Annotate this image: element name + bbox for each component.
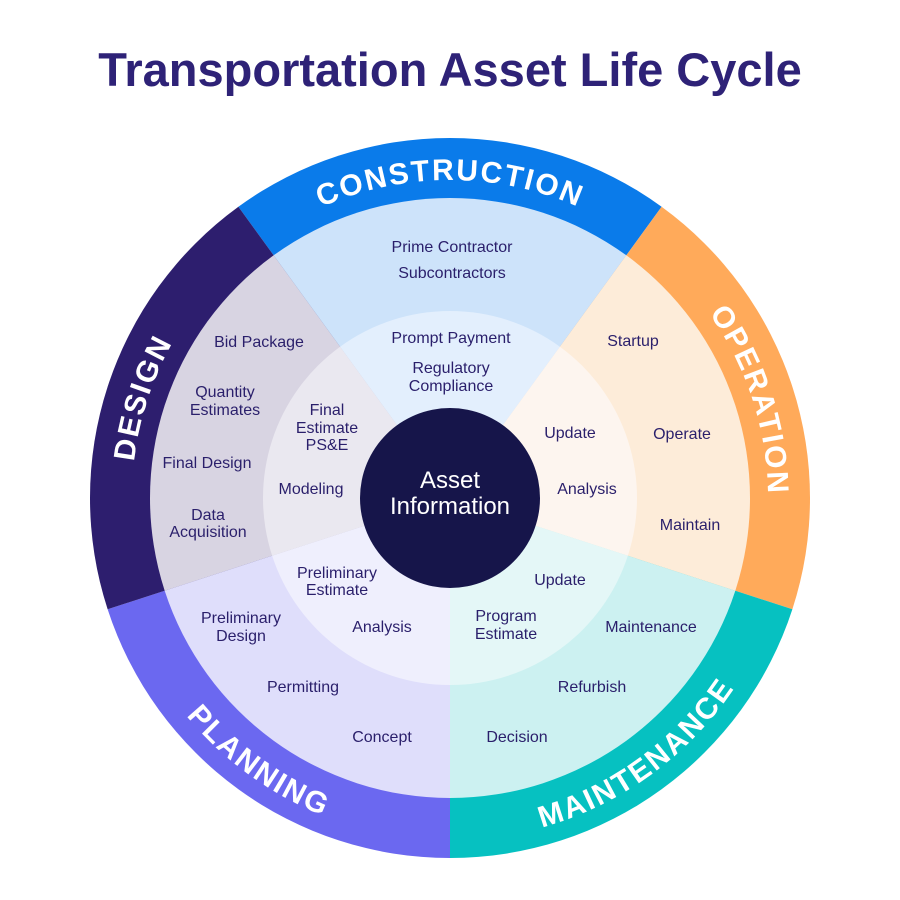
planning-inner-item: Analysis	[352, 619, 412, 636]
page-title: Transportation Asset Life Cycle	[98, 43, 802, 96]
construction-inner-item: Prompt Payment	[391, 330, 511, 347]
design-inner-item: Modeling	[278, 481, 344, 498]
planning-item: Concept	[352, 729, 412, 746]
operation-item: Startup	[607, 333, 659, 350]
center-label: Asset Information	[390, 468, 510, 520]
planning-inner-item: Estimate	[305, 582, 369, 599]
operation-inner-item: Analysis	[557, 481, 617, 498]
operation-item: Operate	[653, 426, 711, 443]
construction-inner-item: Compliance	[408, 378, 494, 395]
design-item: Bid Package	[214, 334, 304, 351]
design-item: Quantity	[195, 384, 255, 401]
planning-item: Design	[216, 628, 266, 645]
center-label-line1: Asset	[419, 467, 481, 494]
maintenance-item: Refurbish	[557, 679, 627, 696]
operation-inner-item: Update	[544, 425, 596, 442]
construction-inner-item: Regulatory	[412, 360, 490, 377]
maintenance-inner-item: Update	[534, 572, 586, 589]
design-inner-item: Final	[309, 402, 345, 419]
design-item: Acquisition	[169, 524, 247, 541]
maintenance-inner-item: Estimate	[474, 626, 538, 643]
center-label-line2: Information	[389, 493, 511, 520]
design-item: Data	[191, 507, 225, 524]
design-item: Final Design	[162, 455, 252, 472]
maintenance-item: Decision	[486, 729, 548, 746]
construction-inner-sector	[340, 311, 560, 498]
planning-item: Preliminary	[200, 610, 282, 627]
planning-item: Permitting	[266, 679, 340, 696]
maintenance-item: Maintenance	[605, 619, 697, 636]
operation-item: Maintain	[659, 517, 721, 534]
construction-item: Prime Contractor	[391, 239, 513, 256]
construction-item: Subcontractors	[398, 265, 506, 282]
maintenance-inner-item: Program	[475, 608, 537, 625]
center-circle	[360, 408, 540, 588]
design-inner-item: Estimate	[295, 420, 359, 437]
design-item: Estimates	[189, 402, 261, 419]
planning-inner-item: Preliminary	[296, 565, 378, 582]
design-inner-item: PS&E	[305, 437, 349, 454]
